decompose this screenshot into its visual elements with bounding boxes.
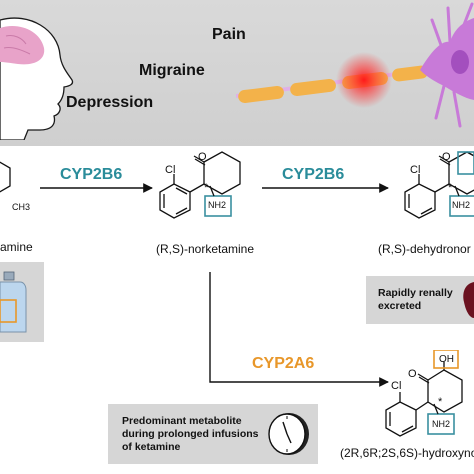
condition-pain: Pain — [212, 26, 246, 43]
infusion-note-line2: during prolonged infusions — [122, 428, 259, 440]
norketamine-amine: NH2 — [208, 200, 227, 210]
norketamine-oxygen: O — [198, 151, 207, 163]
infusion-note-box: Predominant metabolite during prolonged … — [108, 404, 318, 464]
hydroxynorketamine-hydroxyl: OH — [439, 354, 454, 365]
compound-name-dehydronorketamine: (R,S)-dehydronor — [378, 242, 471, 256]
neuron-icon — [236, 2, 474, 128]
norketamine-structure — [159, 151, 241, 219]
dehydronorketamine-structure — [404, 151, 474, 219]
dehydronorketamine-chlorine: Cl — [410, 164, 421, 176]
arrow-norketamine-to-hydroxynorketamine — [209, 272, 389, 387]
infusion-note-line3: of ketamine — [122, 441, 181, 453]
ketamine-structure — [0, 161, 11, 193]
enzyme-cyp2b6-first: CYP2B6 — [60, 166, 123, 183]
norketamine-chlorine: Cl — [165, 164, 176, 176]
hydroxynorketamine-structure — [385, 350, 463, 437]
compound-name-hydroxynorketamine: (2R,6R;2S,6S)-hydroxyno — [340, 446, 474, 460]
ketamine-ch3-label: CH3 — [12, 202, 31, 212]
dehydronorketamine-oxygen: O — [442, 151, 451, 163]
hydroxynorketamine-chlorine: Cl — [391, 380, 402, 392]
excretion-note-box: Rapidly renally excreted — [366, 276, 474, 324]
condition-depression: Depression — [66, 94, 154, 111]
hydroxynorketamine-oxygen: O — [408, 368, 417, 380]
kidney-icon — [463, 282, 474, 318]
excretion-note-line2: excreted — [378, 300, 422, 312]
enzyme-cyp2b6-second: CYP2B6 — [282, 166, 345, 183]
hydroxynorketamine-stereocenter: * — [438, 396, 443, 408]
infusion-note-line1: Predominant metabolite — [122, 415, 242, 427]
compound-name-ketamine: amine — [0, 240, 33, 254]
compound-name-norketamine: (R,S)-norketamine — [156, 242, 255, 256]
head-brain-icon — [0, 17, 74, 140]
enzyme-cyp2a6: CYP2A6 — [252, 355, 315, 372]
dehydronorketamine-amine: NH2 — [452, 200, 471, 210]
vial-icon — [0, 271, 27, 333]
norketamine-stereocenter: * — [204, 182, 209, 194]
clock-icon — [268, 413, 309, 455]
condition-migraine: Migraine — [139, 62, 205, 79]
dehydronorketamine-stereocenter: * — [448, 182, 453, 194]
excretion-note-line1: Rapidly renally — [378, 287, 453, 299]
hydroxynorketamine-amine: NH2 — [432, 419, 451, 429]
